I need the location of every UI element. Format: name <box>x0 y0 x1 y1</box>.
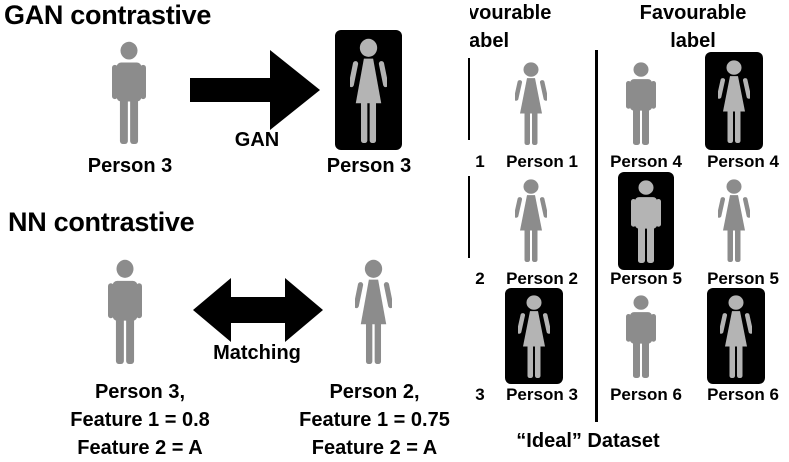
male-figure-icon <box>631 179 661 263</box>
gan-left-caption: Person 3 <box>87 155 173 177</box>
matching-arrow-label: Matching <box>213 342 301 364</box>
row-favourable-label: Person 4 <box>707 152 779 171</box>
caption-line: Person 3, <box>94 381 186 403</box>
female-figure-icon <box>515 61 547 145</box>
gan-right-caption: Person 3 <box>326 155 412 177</box>
row-unfavourable-label: Person 3 <box>506 385 578 404</box>
male-figure-icon <box>112 40 146 144</box>
female-figure-icon <box>720 294 752 378</box>
caption-line: Feature 1 = 0.75 <box>299 409 450 431</box>
caption-line: Feature 2 = A <box>77 437 203 459</box>
row-number: 3 <box>475 385 485 404</box>
male-figure-icon <box>626 294 656 378</box>
nn-left-caption: Person 3, Feature 1 = 0.8 Feature 2 = A <box>40 378 240 462</box>
female-figure-icon <box>718 178 750 262</box>
dataset-caption: “Ideal” Dataset <box>516 430 660 452</box>
female-figure-icon <box>355 258 392 364</box>
favourable-header-line1: Favourable <box>639 2 747 24</box>
row-favourable-label: Person 4 <box>610 152 682 171</box>
nn-title: NN contrastive <box>8 207 195 237</box>
row-unfavourable-label: Person 1 <box>506 152 578 171</box>
caption-line: Feature 2 = A <box>311 437 438 459</box>
favourable-header-line2: label <box>670 30 716 52</box>
gan-arrow-icon <box>190 50 320 130</box>
male-figure-icon <box>108 258 142 364</box>
row-favourable-label: Person 5 <box>610 269 682 288</box>
divider-line <box>468 58 470 140</box>
caption-line: Feature 1 = 0.8 <box>70 409 210 431</box>
row-favourable-label: Person 6 <box>610 385 682 404</box>
female-figure-icon <box>350 37 387 143</box>
female-figure-icon <box>518 294 550 378</box>
unfavourable-header-line2: abel <box>470 30 510 52</box>
row-favourable-label: Person 6 <box>707 385 779 404</box>
female-figure-icon <box>718 59 750 143</box>
row-favourable-label: Person 5 <box>707 269 779 288</box>
female-figure-icon <box>515 178 547 262</box>
row-unfavourable-label: Person 2 <box>506 269 578 288</box>
row-number: 1 <box>475 152 485 171</box>
caption-line: Person 2, <box>329 381 420 403</box>
matching-arrow-icon <box>193 278 323 342</box>
unfavourable-header-line1: vourable <box>470 2 552 24</box>
divider-line <box>468 176 470 258</box>
nn-right-caption: Person 2, Feature 1 = 0.75 Feature 2 = A <box>272 378 477 462</box>
gan-arrow-label: GAN <box>234 129 280 151</box>
row-number: 2 <box>475 269 485 288</box>
male-figure-icon <box>626 61 656 145</box>
divider-line <box>595 50 598 422</box>
gan-title: GAN contrastive <box>4 0 212 30</box>
